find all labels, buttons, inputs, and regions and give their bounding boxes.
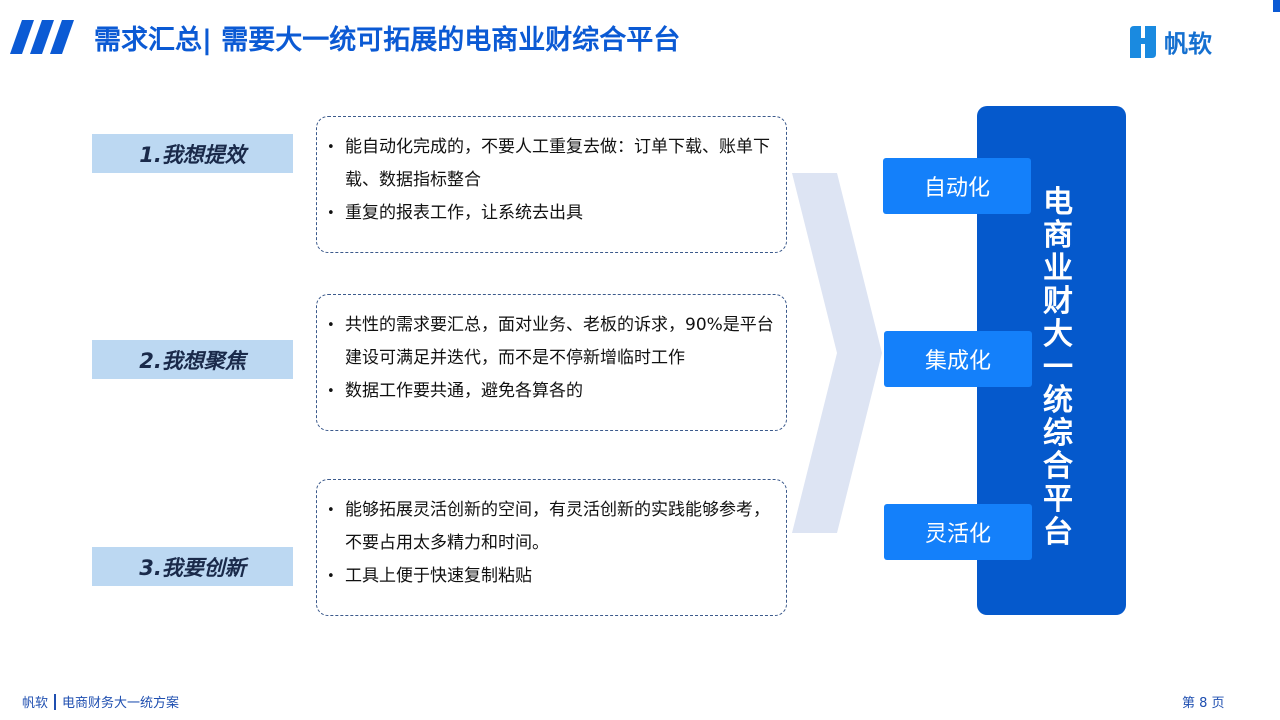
bullet: 数据工作要共通，避免各算各的 xyxy=(327,375,774,408)
bullet: 能自动化完成的，不要人工重复去做：订单下载、账单下载、数据指标整合 xyxy=(327,131,774,197)
requirement-box-2: 共性的需求要汇总，面对业务、老板的诉求，90%是平台建设可满足并迭代，而不是不停… xyxy=(316,294,787,431)
brand-logo: 帆软 xyxy=(1128,24,1212,59)
tag-innovation: 3.我要创新 xyxy=(92,547,293,586)
bullet: 共性的需求要汇总，面对业务、老板的诉求，90%是平台建设可满足并迭代，而不是不停… xyxy=(327,309,774,375)
stripes-logo-icon xyxy=(10,20,74,54)
footer: 帆软 电商财务大一统方案 xyxy=(22,692,179,711)
bullet: 重复的报表工作，让系统去出具 xyxy=(327,197,774,230)
bullet: 工具上便于快速复制粘贴 xyxy=(327,560,774,593)
fanruan-logo-icon xyxy=(1130,25,1156,58)
platform-title: 电商业财大一统综合平台 xyxy=(1043,185,1073,550)
corner-mark xyxy=(1273,0,1280,12)
page-title: 需求汇总| 需要大一统可拓展的电商业财综合平台 xyxy=(94,25,681,56)
pill-automation: 自动化 xyxy=(883,158,1031,214)
pill-integration: 集成化 xyxy=(884,331,1032,387)
logo-text: 帆软 xyxy=(1164,30,1212,58)
footer-brand: 帆软 xyxy=(22,696,49,711)
footer-subtitle: 电商财务大一统方案 xyxy=(62,696,180,711)
tag-focus: 2.我想聚焦 xyxy=(92,340,293,379)
page-number: 第 8 页 xyxy=(1182,696,1225,711)
requirement-box-1: 能自动化完成的，不要人工重复去做：订单下载、账单下载、数据指标整合 重复的报表工… xyxy=(316,116,787,253)
pill-flexibility: 灵活化 xyxy=(884,504,1032,560)
footer-divider xyxy=(54,693,57,710)
tag-efficiency: 1.我想提效 xyxy=(92,134,293,173)
bullet: 能够拓展灵活创新的空间，有灵活创新的实践能够参考，不要占用太多精力和时间。 xyxy=(327,494,774,560)
requirement-box-3: 能够拓展灵活创新的空间，有灵活创新的实践能够参考，不要占用太多精力和时间。 工具… xyxy=(316,479,787,616)
chevron-arrow-icon xyxy=(792,173,882,533)
